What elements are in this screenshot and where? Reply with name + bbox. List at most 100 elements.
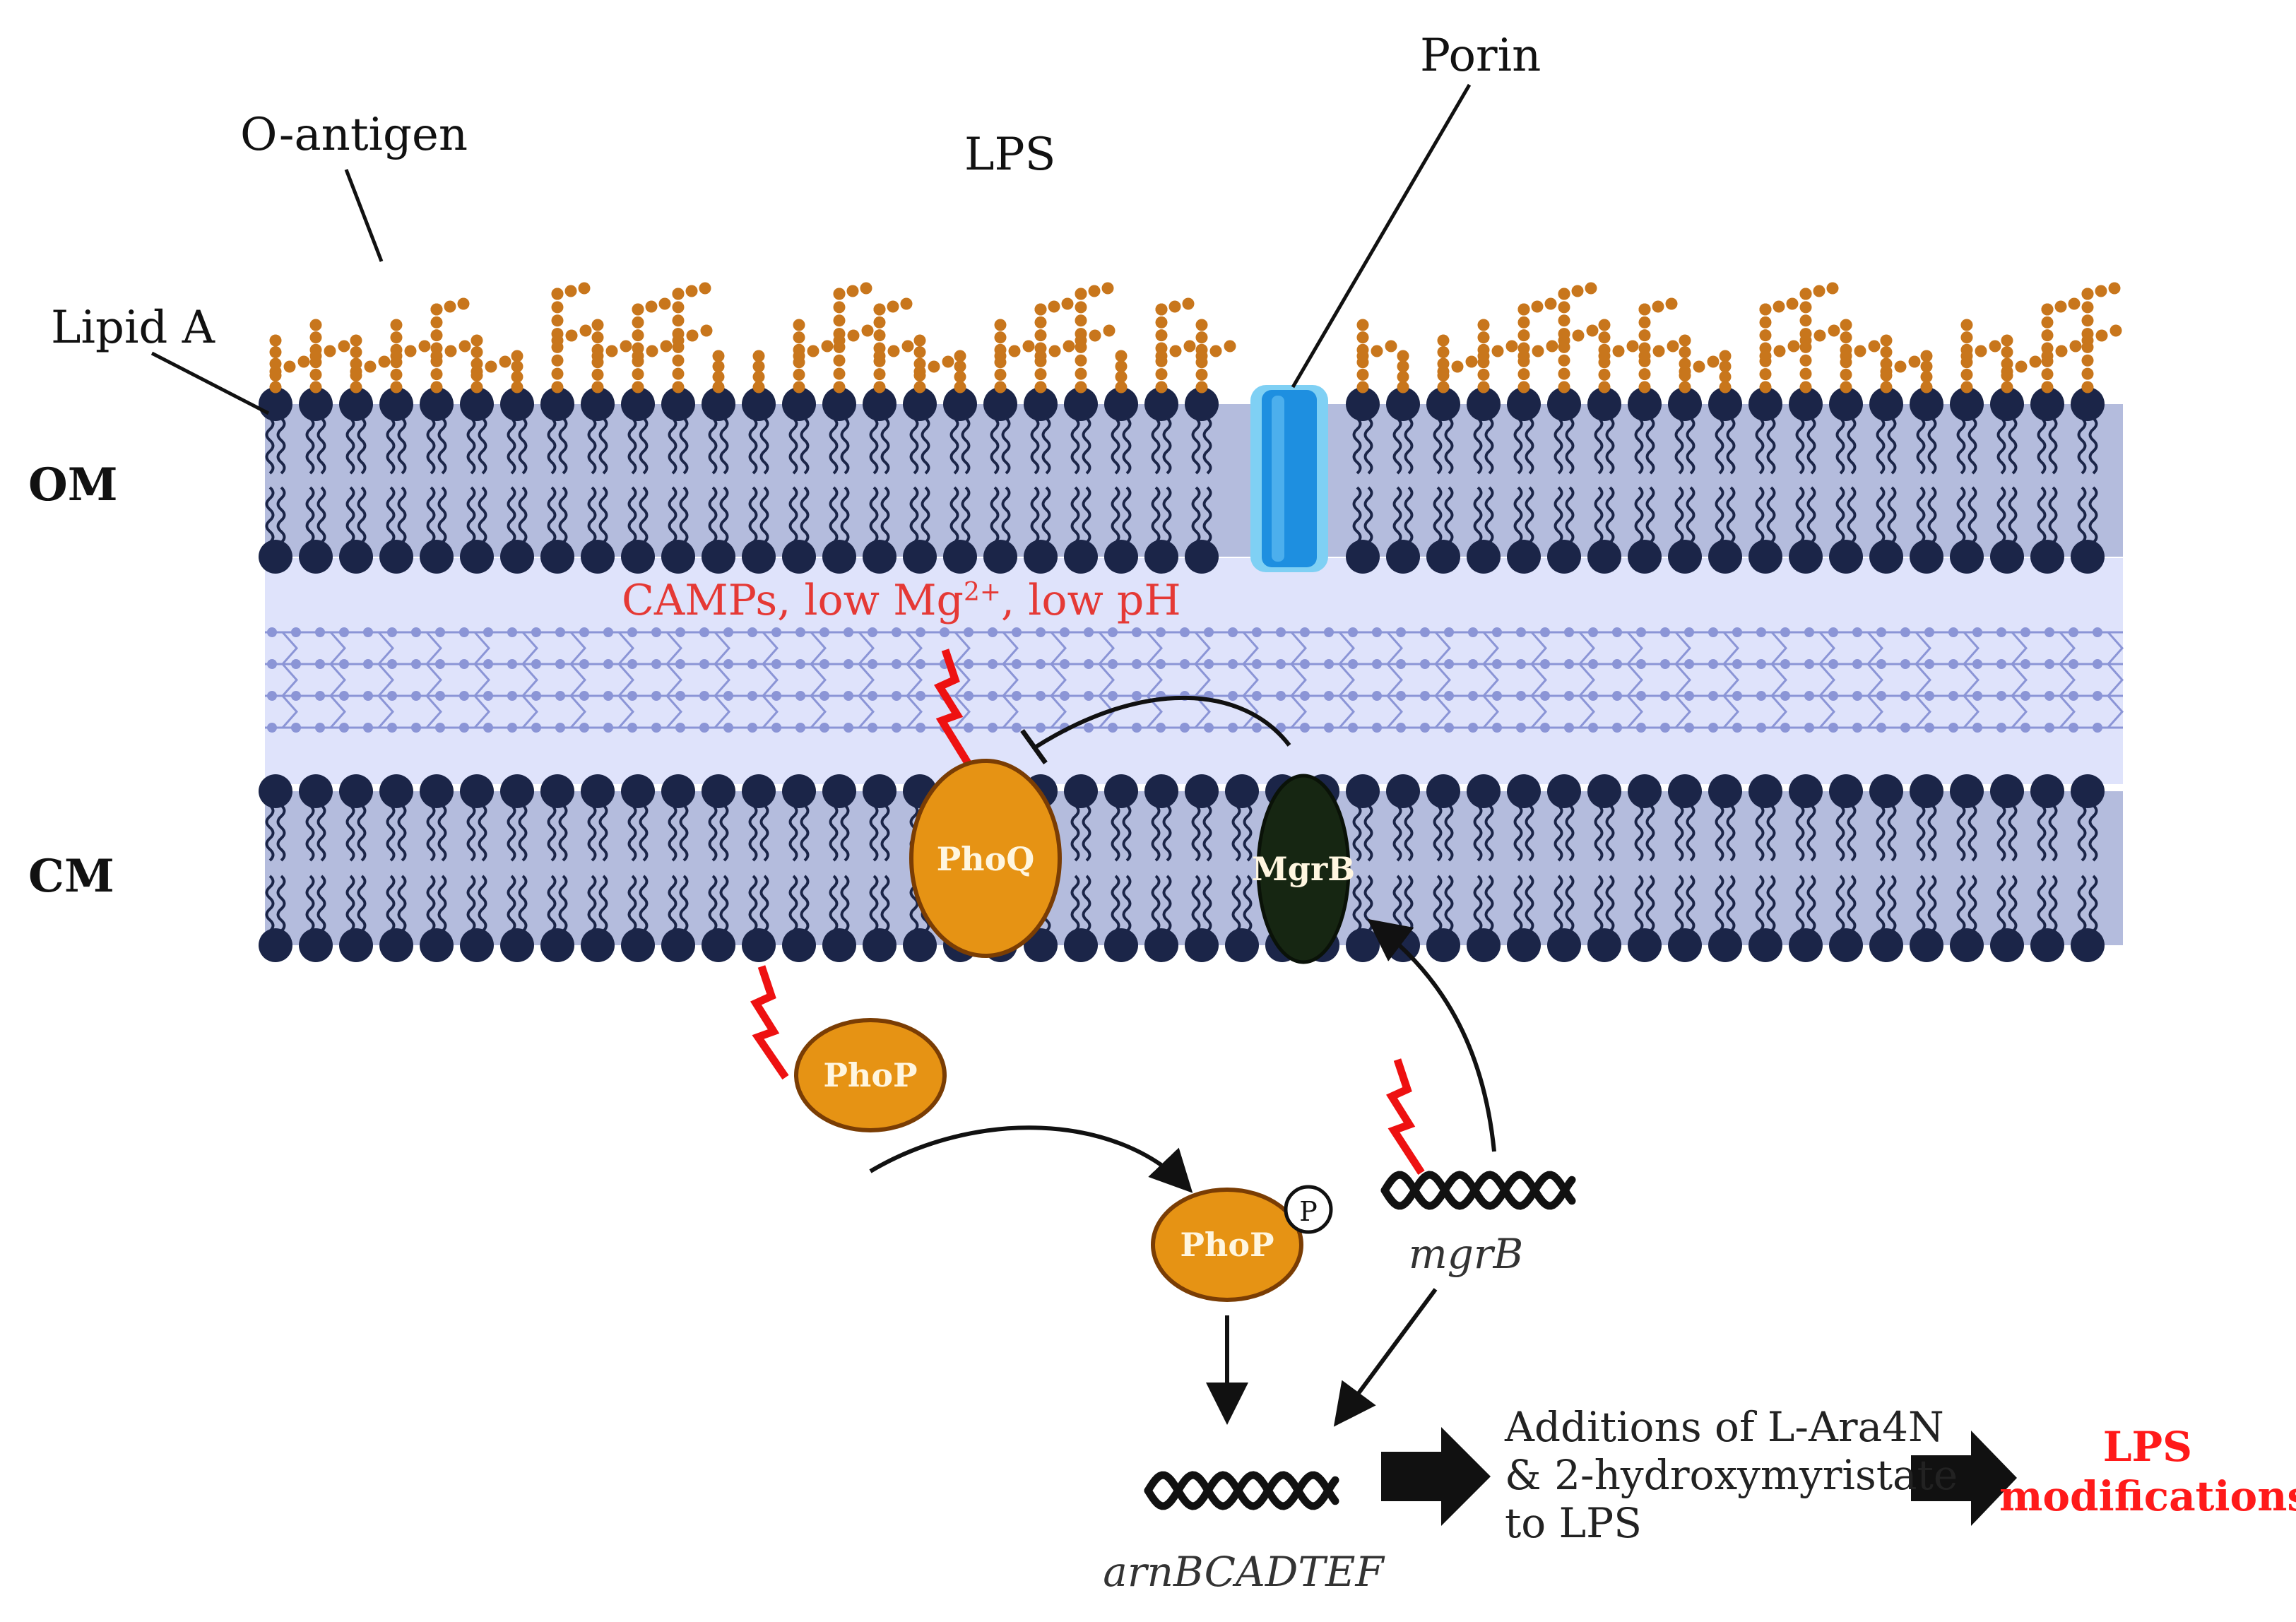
- sugar-unit: [471, 365, 483, 378]
- sugar-unit: [1155, 350, 1168, 362]
- phosphorylated-phop-label: PhoP: [1180, 1226, 1274, 1264]
- lipid-head: [581, 928, 615, 962]
- peptide-crosslink: [1386, 695, 1404, 728]
- lipid-head: [540, 387, 574, 421]
- lipid-tail: [1554, 486, 1563, 544]
- lipid-tail: [1231, 875, 1241, 933]
- sugar-unit: [350, 334, 362, 347]
- sugar-unit: [1840, 319, 1852, 331]
- sugar-unit: [390, 368, 403, 381]
- peptide-crosslink: [1578, 632, 1596, 665]
- lipid-tail: [990, 417, 1000, 475]
- lipid-tail: [265, 417, 275, 475]
- lipid-head: [1426, 540, 1460, 574]
- lipid-tail: [880, 875, 890, 933]
- glycan-unit: [1492, 659, 1502, 669]
- lipid-tail: [1082, 875, 1091, 933]
- peptide-crosslink: [1770, 663, 1788, 697]
- lipid-head: [1789, 928, 1823, 962]
- lipid-head: [1748, 928, 1782, 962]
- glycan-unit: [339, 659, 349, 669]
- glycan-unit: [819, 723, 829, 733]
- sugar-unit: [1679, 381, 1691, 393]
- lipid-head: [259, 774, 292, 808]
- sugar-unit: [1572, 329, 1585, 342]
- lipid-tail: [2077, 486, 2087, 544]
- lipid-tail: [1605, 875, 1615, 933]
- lipid-head: [500, 540, 534, 574]
- glycan-unit: [1996, 691, 2006, 701]
- glycan-unit: [747, 723, 757, 733]
- glycan-unit: [771, 691, 781, 701]
- lipid-tail: [1927, 875, 1937, 933]
- lipid-head: [460, 774, 494, 808]
- mgrb-protein-label: MgrB: [1252, 850, 1355, 888]
- glycan-unit: [1132, 659, 1142, 669]
- lipid-tail: [1352, 875, 1362, 933]
- glycan-unit: [1948, 659, 1958, 669]
- lipid-head: [742, 928, 776, 962]
- sugar-unit: [2081, 301, 2094, 314]
- lipid-head: [1829, 387, 1863, 421]
- sugar-unit: [1880, 365, 1893, 378]
- glycan-unit: [315, 691, 325, 701]
- lipid-head: [259, 928, 292, 962]
- glycan-unit: [1084, 627, 1094, 637]
- sugar-unit: [1652, 345, 1665, 357]
- glycan-unit: [675, 723, 685, 733]
- sugar-unit: [1894, 360, 1907, 373]
- lipid-head: [420, 928, 454, 962]
- peptide-crosslink: [1866, 663, 1884, 697]
- sugar-unit: [860, 282, 872, 295]
- sugar-unit: [954, 370, 966, 383]
- peptide-crosslink: [762, 695, 779, 728]
- peptide-crosslink: [569, 663, 587, 697]
- lipid-head: [581, 387, 615, 421]
- peptide-crosslink: [1290, 663, 1308, 697]
- lipid-tail: [759, 804, 769, 862]
- glycan-unit: [747, 691, 757, 701]
- lipid-head: [379, 928, 413, 962]
- lipid-tail: [2077, 804, 2087, 862]
- sugar-unit: [444, 300, 456, 313]
- lipid-head: [379, 387, 413, 421]
- lipid-tail: [627, 804, 637, 862]
- sugar-unit: [1920, 370, 1933, 383]
- glycan-unit: [1948, 723, 1958, 733]
- peptide-crosslink: [1146, 632, 1164, 665]
- lipid-tail: [949, 486, 959, 544]
- lipid-head: [1386, 540, 1420, 574]
- lipid-tail: [1162, 804, 1172, 862]
- sugar-unit: [712, 350, 725, 362]
- glycan-unit: [1516, 691, 1526, 701]
- lipid-tail: [276, 875, 286, 933]
- sugar-unit: [700, 324, 713, 337]
- sugar-unit: [1022, 340, 1035, 353]
- lipid-head: [661, 387, 695, 421]
- lipid-head: [1910, 774, 1943, 808]
- glycan-unit: [1540, 659, 1550, 669]
- glycan-unit: [483, 659, 493, 669]
- glycan-unit: [459, 723, 469, 733]
- sugar-unit: [551, 354, 564, 367]
- signals-label: CAMPs, low Mg2+, low pH: [622, 576, 1181, 625]
- sugar-unit: [861, 324, 874, 337]
- glycan-unit: [555, 723, 565, 733]
- glycan-unit: [459, 627, 469, 637]
- glycan-unit: [1396, 659, 1406, 669]
- lipid-tail: [668, 417, 677, 475]
- glycan-unit: [267, 723, 277, 733]
- lipid-tail: [598, 486, 608, 544]
- lipid-head: [2030, 387, 2064, 421]
- lipid-tail: [748, 875, 758, 933]
- sugar-unit: [1598, 350, 1611, 362]
- lipid-tail: [1967, 417, 1977, 475]
- sugar-unit: [1437, 381, 1450, 393]
- glycan-unit: [1684, 691, 1694, 701]
- sugar-unit: [2109, 324, 2122, 337]
- mgrb-gene-label: mgrB: [1409, 1230, 1523, 1278]
- sugar-unit: [672, 381, 685, 393]
- glycan-unit: [579, 691, 589, 701]
- lipid-tail: [1122, 875, 1132, 933]
- lipid-tail: [1191, 804, 1201, 862]
